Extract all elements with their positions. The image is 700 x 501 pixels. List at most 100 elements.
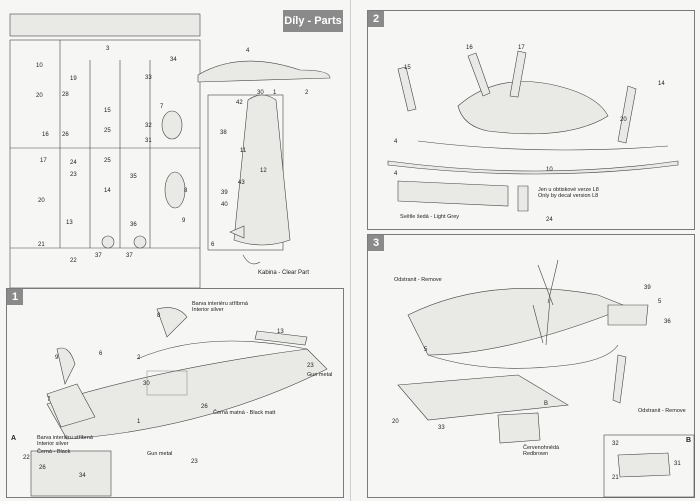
gun-metal-label-1: Gun metal (307, 372, 333, 378)
step-2-part-number: 24 (546, 217, 553, 223)
sprue-frame-drawing (9, 13, 331, 289)
sprue-title: Díly - Parts (283, 10, 343, 32)
sub-a-silver-label: Barva interiéru stříbrná Interior silver (37, 435, 93, 447)
step-1-part-number: 8 (157, 313, 161, 319)
step-2-part-number: 17 (518, 45, 525, 51)
sprue-part-number: 1 (273, 90, 277, 96)
step-1-part-number: 9 (55, 355, 59, 361)
red-brown-label: Červenohnědá Redbrown (523, 445, 560, 457)
sprue-part-number: 31 (145, 138, 152, 144)
step-2-part-number: 14 (658, 81, 665, 87)
sprue-part-number: 35 (130, 174, 137, 180)
step-2-panel: 2 Světle šedá - Light Grey Jen u obtisko… (367, 10, 695, 230)
decal-note-label: Jen u obtiskové verze L8 Only by decal v… (538, 187, 599, 199)
step-2-number: 2 (368, 11, 384, 27)
step-1-part-number: 23 (307, 363, 314, 369)
step-2-drawing (387, 50, 679, 212)
sprue-part-number: 36 (130, 222, 137, 228)
sprue-part-number: 6 (211, 242, 215, 248)
sprue-part-number: 15 (104, 108, 111, 114)
step-1-part-number: 7 (47, 397, 51, 403)
step-1-part-number: 6 (99, 351, 103, 357)
step-3-part-number: 5 (424, 347, 428, 353)
sprue-part-number: 17 (40, 158, 47, 164)
gun-metal-label-2: Gun metal (147, 451, 173, 457)
sprue-part-number: 28 (62, 92, 69, 98)
sprue-part-number: 4 (246, 48, 250, 54)
sub-b-part-number: 31 (674, 461, 681, 467)
step-3-part-number: 36 (664, 319, 671, 325)
sprue-part-number: 19 (70, 76, 77, 82)
step-2-part-number: 4 (394, 171, 398, 177)
sprue-part-number: 20 (36, 93, 43, 99)
sub-a-part-number: 26 (39, 465, 46, 471)
sprue-part-number: 21 (38, 242, 45, 248)
sub-b-part-number: 32 (612, 441, 619, 447)
sprue-part-number: 37 (95, 253, 102, 259)
step-3-part-number: 20 (392, 419, 399, 425)
step-1-part-number: 23 (191, 459, 198, 465)
step-1-part-number: 13 (277, 329, 284, 335)
sub-b-part-number: 21 (612, 475, 619, 481)
step-1-part-number: 30 (143, 381, 150, 387)
remove-label-1: Odstranit - Remove (394, 277, 442, 283)
sprue-part-number: 43 (238, 180, 245, 186)
sprue-part-number: 8 (184, 188, 188, 194)
step-1-part-number: 26 (201, 404, 208, 410)
step-3-part-number: 33 (438, 425, 445, 431)
remove-label-2: Odstranit - Remove (638, 408, 686, 414)
sprue-part-number: 14 (104, 188, 111, 194)
sprue-part-number: 40 (221, 202, 228, 208)
step-1-number: 1 (7, 289, 23, 305)
sprue-part-number: 2 (305, 90, 309, 96)
sprue-part-number: 26 (62, 132, 69, 138)
sprue-part-number: 3 (106, 46, 110, 52)
sprue-part-number: 24 (70, 160, 77, 166)
clear-part-label: Kabina - Clear Part (258, 270, 310, 276)
step-1-part-number: 2 (137, 355, 141, 361)
sprue-part-number: 39 (221, 190, 228, 196)
light-grey-label: Světle šedá - Light Grey (400, 214, 460, 220)
sprue-part-number: 7 (160, 104, 164, 110)
step-1-panel: 1 Barva interiéru stříbrná Interior silv… (6, 288, 344, 498)
sprue-part-number: 25 (104, 158, 111, 164)
sub-b-letter: B (686, 437, 692, 444)
step-3-panel: 3 Odstranit - Remove Odstranit - Remove … (367, 234, 695, 498)
step-2-part-number: 4 (394, 139, 398, 145)
step-3-number: 3 (368, 235, 384, 251)
step-1-drawing (30, 307, 328, 497)
sub-a-letter: A (11, 435, 17, 442)
step-1-part-number: 1 (137, 419, 141, 425)
sub-a-black-label: Černá - Black (37, 449, 71, 455)
step-2-part-number: 20 (620, 117, 627, 123)
sprue-part-number: 33 (145, 75, 152, 81)
sprue-part-number: 13 (66, 220, 73, 226)
sprue-part-number: 32 (145, 123, 152, 129)
sprue-part-number: 12 (260, 168, 267, 174)
sprue-part-number: 34 (170, 57, 177, 63)
step-3-part-number: 5 (658, 299, 662, 305)
sprue-part-number: 23 (70, 172, 77, 178)
step-2-part-number: 16 (466, 45, 473, 51)
black-matt-label: Černá matná - Black matt (213, 410, 276, 416)
step-2-part-number: 10 (546, 167, 553, 173)
sprue-part-number: 16 (42, 132, 49, 138)
sub-a-part-number: 22 (23, 455, 30, 461)
step-3-part-number: B (544, 401, 549, 407)
right-page: 2 Světle šedá - Light Grey Jen u obtisko… (350, 0, 700, 501)
sprue-part-number: 30 (257, 90, 264, 96)
left-page: Díly - Parts Kabina - Clear Part 1 Barva… (0, 0, 350, 501)
sprue-part-number: 22 (70, 258, 77, 264)
step-3-drawing (397, 259, 695, 498)
sprue-part-number: 25 (104, 128, 111, 134)
sprue-part-number: 38 (220, 130, 227, 136)
sprue-part-number: 20 (38, 198, 45, 204)
step-3-part-number: 39 (644, 285, 651, 291)
sprue-part-number: 9 (182, 218, 186, 224)
sprue-part-number: 42 (236, 100, 243, 106)
sub-a-part-number: 34 (79, 473, 86, 479)
sprue-part-number: 10 (36, 63, 43, 69)
step-2-part-number: 15 (404, 65, 411, 71)
interior-silver-label: Barva interiéru stříbrná Interior silver (192, 301, 248, 313)
sprue-part-number: 11 (240, 148, 247, 154)
